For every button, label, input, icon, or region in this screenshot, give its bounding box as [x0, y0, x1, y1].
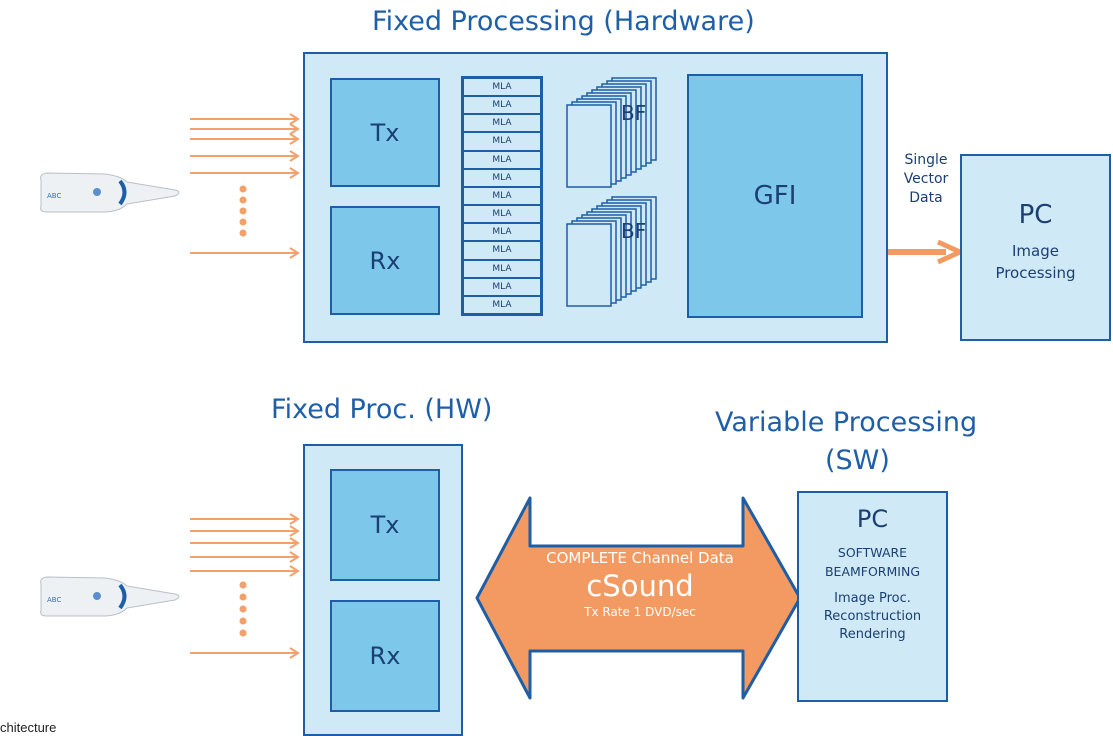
bf-card: [566, 223, 612, 307]
mla-row: MLA: [463, 295, 541, 314]
gfi-block: GFI: [687, 74, 863, 318]
csound-arrow-text: COMPLETE Channel Data cSound Tx Rate 1 D…: [505, 549, 775, 619]
pc-box-bottom: PC SOFTWARE BEAMFORMING Image Proc. Reco…: [797, 491, 948, 702]
link-label-line2: Vector: [903, 171, 949, 187]
tx-rate-label: Tx Rate 1 DVD/sec: [584, 605, 696, 619]
probe-signal-arrows-2: [190, 513, 300, 659]
svg-text:ABC: ABC: [47, 596, 61, 604]
gfi-label: GFI: [753, 181, 797, 211]
reconstruction-label: Reconstruction: [823, 609, 922, 624]
mla-row: MLA: [463, 205, 541, 224]
mla-row: MLA: [463, 186, 541, 206]
variable-processing-title: Variable Processing: [715, 407, 978, 438]
ultrasound-probe-icon-2: ABC: [40, 576, 180, 617]
image-proc-label: Image Proc.: [834, 591, 911, 606]
pc-box-top: PC Image Processing: [960, 154, 1111, 341]
mla-row: MLA: [463, 259, 541, 278]
rx-block-2: Rx: [330, 600, 440, 712]
tx-label: Tx: [370, 118, 400, 147]
ultrasound-probe-icon: ABC: [40, 172, 180, 213]
beamforming-label: BEAMFORMING: [824, 564, 921, 579]
mla-row: MLA: [463, 241, 541, 260]
rx-label-2: Rx: [369, 642, 401, 670]
pc-sub-line1: Image: [1012, 242, 1059, 260]
link-label-line3: Data: [909, 190, 943, 206]
rx-label: Rx: [369, 246, 401, 275]
mla-row: MLA: [463, 168, 541, 187]
software-label: SOFTWARE: [837, 545, 908, 560]
bf-label-bottom: BF: [621, 219, 647, 243]
mla-row: MLA: [463, 78, 541, 97]
pc-sub-line2: Processing: [995, 264, 1076, 282]
mla-row: MLA: [463, 114, 541, 133]
tx-block-2: Tx: [330, 469, 440, 581]
mla-row: MLA: [463, 132, 541, 151]
variable-processing-sw: (SW): [825, 445, 890, 476]
top-diagram-title: Fixed Processing (Hardware): [372, 6, 755, 37]
mla-row: MLA: [463, 150, 541, 169]
csound-label: cSound: [586, 569, 694, 603]
mla-row: MLA: [463, 96, 541, 115]
figure-caption-fragment: chitecture: [0, 720, 57, 735]
mla-row: MLA: [463, 223, 541, 242]
beamformer-stack-bottom: [566, 196, 657, 307]
bf-label-top: BF: [621, 101, 647, 125]
tx-block: Tx: [330, 78, 440, 187]
complete-channel-data-label: COMPLETE Channel Data: [546, 549, 734, 567]
pc-title-top: PC: [1018, 200, 1053, 230]
tx-label-2: Tx: [370, 511, 400, 539]
single-vector-data-label: Single Vector Data: [894, 151, 958, 208]
pc-title-bottom: PC: [856, 505, 889, 533]
svg-text:ABC: ABC: [47, 192, 61, 200]
mla-row: MLA: [463, 277, 541, 296]
bf-card: [566, 104, 612, 188]
link-label-line1: Single: [904, 152, 948, 168]
probe-signal-arrows: [190, 113, 300, 259]
beamformer-stack-top: [566, 77, 657, 188]
fixed-proc-hw-title: Fixed Proc. (HW): [271, 394, 493, 425]
rx-block: Rx: [330, 206, 440, 315]
rendering-label: Rendering: [839, 627, 906, 642]
output-arrow: [888, 239, 963, 265]
